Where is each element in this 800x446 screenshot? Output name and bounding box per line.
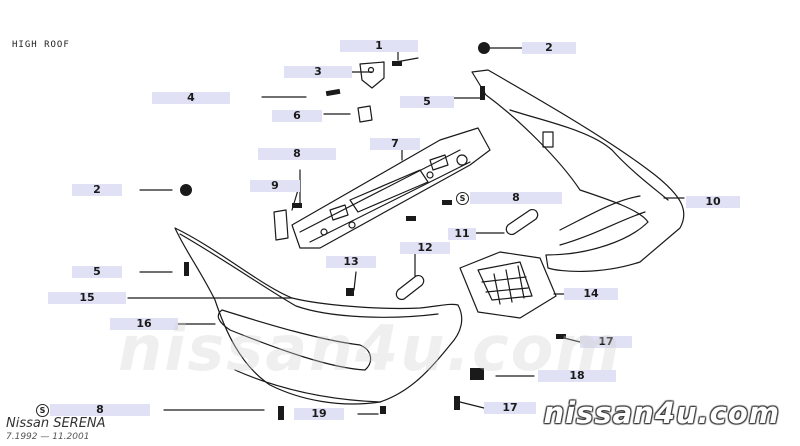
vehicle-model: Nissan SERENA xyxy=(6,416,106,431)
callout-13[interactable]: 13 xyxy=(326,256,376,268)
callout-number: 8 xyxy=(512,191,520,204)
callout-number: 3 xyxy=(314,65,322,78)
skid-plate-part xyxy=(459,251,557,319)
callout-11[interactable]: 11 xyxy=(448,228,476,240)
callout-number: 8 xyxy=(293,147,301,160)
site-logo: nissan4u.com xyxy=(543,396,780,430)
callout-number: 5 xyxy=(423,95,431,108)
callout-number: 14 xyxy=(583,287,599,300)
callout-19[interactable]: 19 xyxy=(294,408,344,420)
reinforcement-bar-part xyxy=(291,127,491,249)
production-period: 7.1992 — 11.2001 xyxy=(6,432,90,442)
callout-number: 7 xyxy=(391,137,399,150)
torque-symbol: S xyxy=(456,192,469,205)
callout-number: 17 xyxy=(502,401,518,414)
spacer-lower xyxy=(395,275,425,300)
clip-part xyxy=(357,105,373,123)
callout-14[interactable]: 14 xyxy=(564,288,618,300)
callout-18[interactable]: 18 xyxy=(538,370,616,382)
callout-5[interactable]: 5 xyxy=(400,96,454,108)
callout-number: 17 xyxy=(598,335,614,348)
callout-number: 18 xyxy=(569,369,585,382)
callout-number: 5 xyxy=(93,265,101,278)
callout-number: 10 xyxy=(705,195,721,208)
side-bumper-upper-part xyxy=(471,69,685,272)
callout-5[interactable]: 5 xyxy=(72,266,122,278)
bracket-part xyxy=(359,61,385,89)
callout-1[interactable]: 1 xyxy=(340,40,418,52)
callout-10[interactable]: 10 xyxy=(686,196,740,208)
callout-6[interactable]: 6 xyxy=(272,110,322,122)
spacer-upper xyxy=(505,209,539,235)
callout-9[interactable]: 9 xyxy=(250,180,300,192)
callout-7[interactable]: 7 xyxy=(370,138,420,150)
callout-2[interactable]: 2 xyxy=(522,42,576,54)
callout-number: 13 xyxy=(343,255,359,268)
callout-number: 4 xyxy=(187,91,195,104)
variant-label: HIGH ROOF xyxy=(12,40,70,50)
callout-number: 2 xyxy=(93,183,101,196)
callout-3[interactable]: 3 xyxy=(284,66,352,78)
callout-number: 8 xyxy=(96,403,104,416)
callout-2[interactable]: 2 xyxy=(72,184,122,196)
torque-symbol: S xyxy=(36,404,49,417)
callout-number: 16 xyxy=(136,317,152,330)
callout-16[interactable]: 16 xyxy=(110,318,178,330)
callout-4[interactable]: 4 xyxy=(152,92,230,104)
callout-number: 19 xyxy=(311,407,327,420)
callout-15[interactable]: 15 xyxy=(48,292,126,304)
callout-number: 9 xyxy=(271,179,279,192)
callout-8[interactable]: 8 xyxy=(258,148,336,160)
callout-number: 1 xyxy=(375,39,383,52)
callout-12[interactable]: 12 xyxy=(400,242,450,254)
callout-number: 15 xyxy=(79,291,95,304)
callout-number: 12 xyxy=(417,241,433,254)
bumper-cover-part xyxy=(174,227,463,405)
callout-number: 2 xyxy=(545,41,553,54)
retainer-part xyxy=(273,209,289,241)
callout-number: 11 xyxy=(454,227,470,240)
callout-17[interactable]: 17 xyxy=(484,402,536,414)
callout-number: 6 xyxy=(293,109,301,122)
callout-17[interactable]: 17 xyxy=(580,336,632,348)
